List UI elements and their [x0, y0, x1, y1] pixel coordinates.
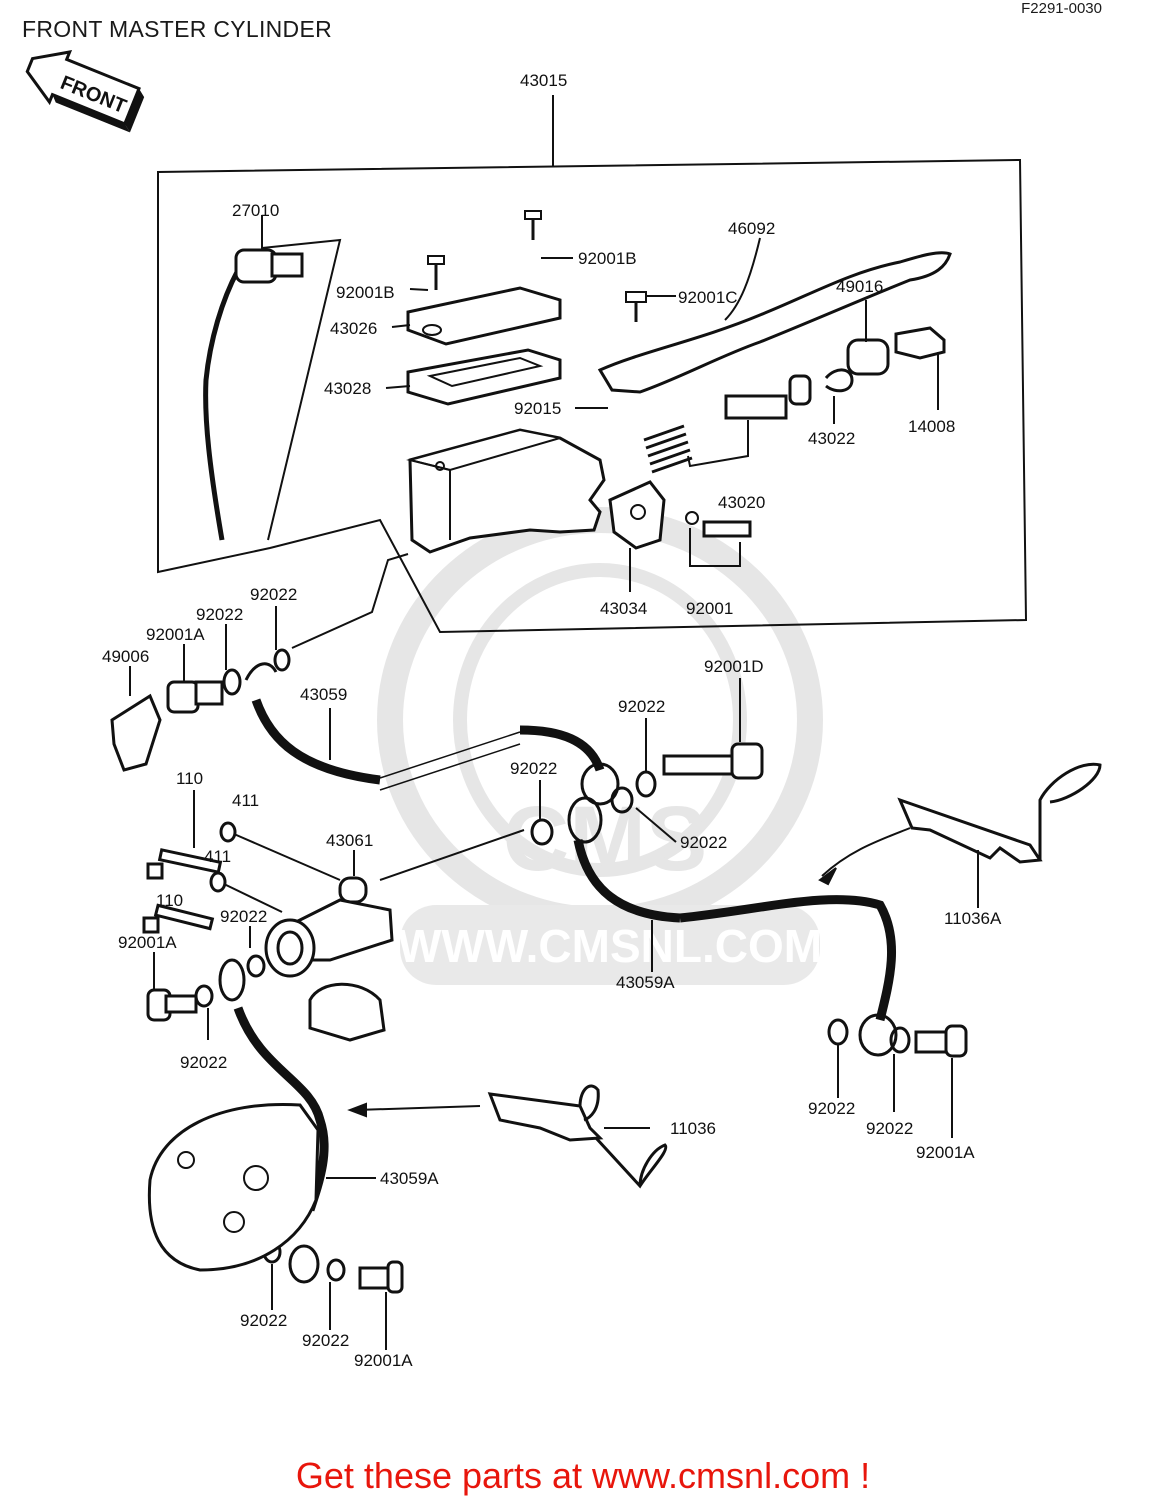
- part-label: 46092: [728, 219, 775, 238]
- part-label: 49006: [102, 647, 149, 666]
- part-label: 110: [156, 891, 183, 910]
- assembly-box: [157, 158, 1028, 634]
- part-label: 92001D: [704, 657, 764, 676]
- part-label: 11036A: [944, 909, 1002, 928]
- part-label: 43059A: [380, 1169, 439, 1188]
- part-label: 92001B: [578, 249, 637, 268]
- part-label: 92022: [180, 1053, 227, 1072]
- part-label: 43015: [520, 71, 567, 90]
- part-label: 92022: [240, 1311, 287, 1330]
- part-label: 14008: [908, 417, 955, 436]
- part-label: 92001A: [354, 1351, 413, 1370]
- part-label: 92022: [220, 907, 267, 926]
- diagram-title: FRONT MASTER CYLINDER: [22, 16, 333, 42]
- part-label: 92022: [302, 1331, 349, 1350]
- part-label: 92015: [514, 399, 561, 418]
- part-label: 92022: [866, 1119, 913, 1138]
- footer-promo: Get these parts at www.cmsnl.com !: [295, 1455, 871, 1496]
- part-label: 110: [176, 769, 203, 788]
- part-label: 92001A: [916, 1143, 975, 1162]
- watermark-text: WWW.CMSNL.COM: [398, 920, 822, 972]
- diagram-code: F2291-0030: [1021, 0, 1102, 17]
- part-label: 92001: [686, 599, 733, 618]
- part-label: 43028: [324, 379, 371, 398]
- part-label: 43059: [300, 685, 347, 704]
- part-label: 27010: [232, 201, 279, 220]
- part-label: 92022: [250, 585, 297, 604]
- part-label: 43026: [330, 319, 377, 338]
- part-label: 92001C: [678, 288, 738, 307]
- part-label: 411: [204, 847, 231, 866]
- part-label: 92022: [618, 697, 665, 716]
- part-label: 92022: [196, 605, 243, 624]
- part-label: 43061: [326, 831, 373, 850]
- part-label: 49016: [836, 277, 883, 296]
- part-label: 92001B: [336, 283, 395, 302]
- part-label: 43022: [808, 429, 855, 448]
- part-label: 43059A: [616, 973, 675, 992]
- part-label: 43020: [718, 493, 765, 512]
- part-label: 11036: [670, 1119, 716, 1138]
- watermark-logo: CMS WWW.CMSNL.COM: [377, 507, 823, 985]
- part-labels: 43015 27010 92001B 92001B 46092 92001C 4…: [102, 71, 1002, 1370]
- front-arrow-icon: FRONT: [25, 50, 145, 133]
- part-label: 92022: [680, 833, 727, 852]
- part-label: 411: [232, 791, 259, 810]
- part-label: 92022: [510, 759, 557, 778]
- part-label: 92001A: [146, 625, 205, 644]
- part-label: 92022: [808, 1099, 855, 1118]
- part-label: 43034: [600, 599, 647, 618]
- part-label: 92001A: [118, 933, 177, 952]
